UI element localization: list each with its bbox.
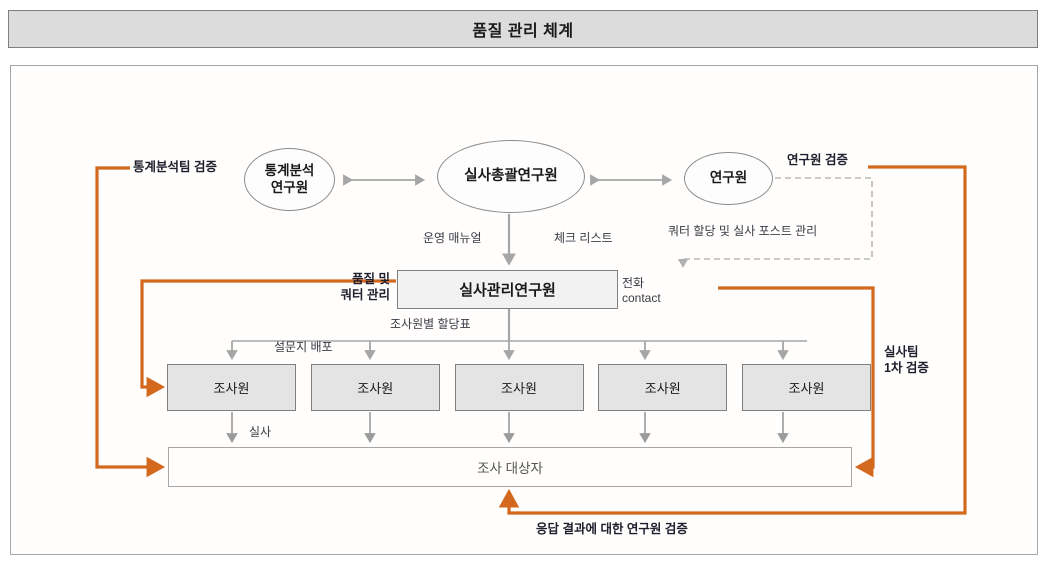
node-label: 연구원 bbox=[709, 170, 748, 186]
label-field-team-first-verification: 실사팀 1차 검증 bbox=[884, 345, 929, 375]
node-surveyor-2[interactable]: 조사원 bbox=[310, 364, 440, 411]
label-phone-contact: 전화 contact bbox=[622, 276, 661, 305]
node-researcher[interactable]: 연구원 bbox=[684, 152, 773, 205]
label-stat-team-verification: 통계분석팀 검증 bbox=[133, 160, 217, 174]
node-label: 조사원 bbox=[501, 381, 537, 396]
page-title-bar: 품질 관리 체계 bbox=[8, 10, 1038, 48]
node-surveyor-4[interactable]: 조사원 bbox=[598, 364, 728, 411]
label-quality-quota-management: 품질 및 쿼터 관리 bbox=[340, 272, 390, 302]
node-field-management-researcher[interactable]: 실사관리연구원 bbox=[397, 270, 618, 309]
node-label: 실사관리연구원 bbox=[459, 282, 556, 299]
label-quota-post-management: 쿼터 할당 및 실사 포스트 관리 bbox=[668, 224, 818, 238]
label-operation-manual: 운영 매뉴얼 bbox=[423, 231, 482, 245]
node-surveyor-3[interactable]: 조사원 bbox=[454, 364, 584, 411]
label-questionnaire-distribution: 설문지 배포 bbox=[274, 340, 333, 354]
label-fieldwork: 실사 bbox=[249, 425, 272, 439]
node-chief-field-researcher[interactable]: 실사총괄연구원 bbox=[437, 140, 585, 213]
node-label: 실사총괄연구원 bbox=[464, 168, 558, 185]
surveyor-row: 조사원 조사원 조사원 조사원 조사원 bbox=[167, 364, 871, 411]
node-statistical-analysis-researcher[interactable]: 통계분석 연구원 bbox=[244, 148, 335, 211]
page-title: 품질 관리 체계 bbox=[472, 23, 574, 40]
node-label: 조사원 bbox=[357, 381, 394, 396]
node-surveyor-5[interactable]: 조사원 bbox=[742, 364, 871, 411]
label-check-list: 체크 리스트 bbox=[554, 231, 613, 245]
node-label: 조사 대상자 bbox=[477, 461, 543, 476]
node-label: 통계분석 연구원 bbox=[264, 162, 315, 195]
label-response-result-verification: 응답 결과에 대한 연구원 검증 bbox=[536, 522, 688, 536]
label-allocation-table: 조사원별 할당표 bbox=[390, 317, 471, 331]
node-surveyor-1[interactable]: 조사원 bbox=[167, 364, 296, 411]
node-label: 조사원 bbox=[213, 381, 250, 396]
node-label: 조사원 bbox=[788, 381, 825, 396]
node-label: 조사원 bbox=[644, 381, 681, 396]
label-researcher-verification: 연구원 검증 bbox=[787, 153, 848, 167]
node-survey-target[interactable]: 조사 대상자 bbox=[168, 447, 852, 487]
